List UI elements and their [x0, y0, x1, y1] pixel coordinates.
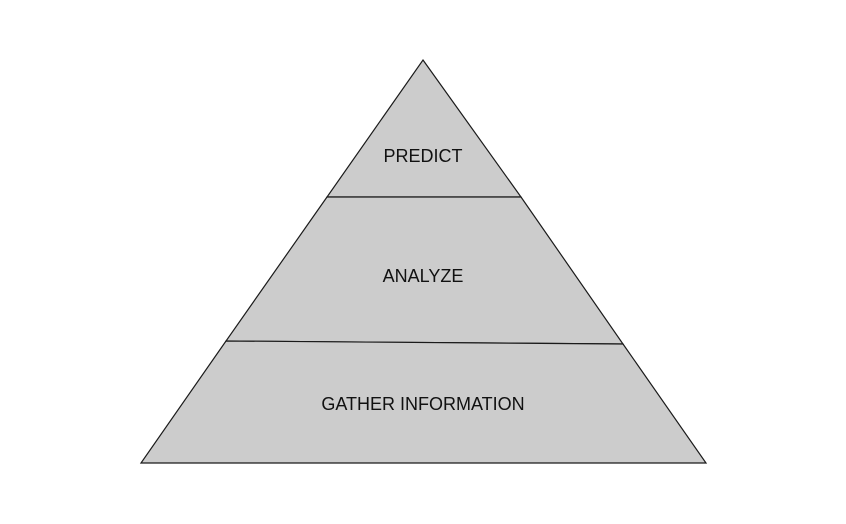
level-label-analyze: ANALYZE [383, 266, 464, 286]
pyramid-level-top [325, 58, 523, 198]
pyramid-level-bottom [139, 340, 708, 464]
level-label-gather-information: GATHER INFORMATION [321, 394, 524, 414]
level-label-predict: PREDICT [383, 146, 462, 166]
